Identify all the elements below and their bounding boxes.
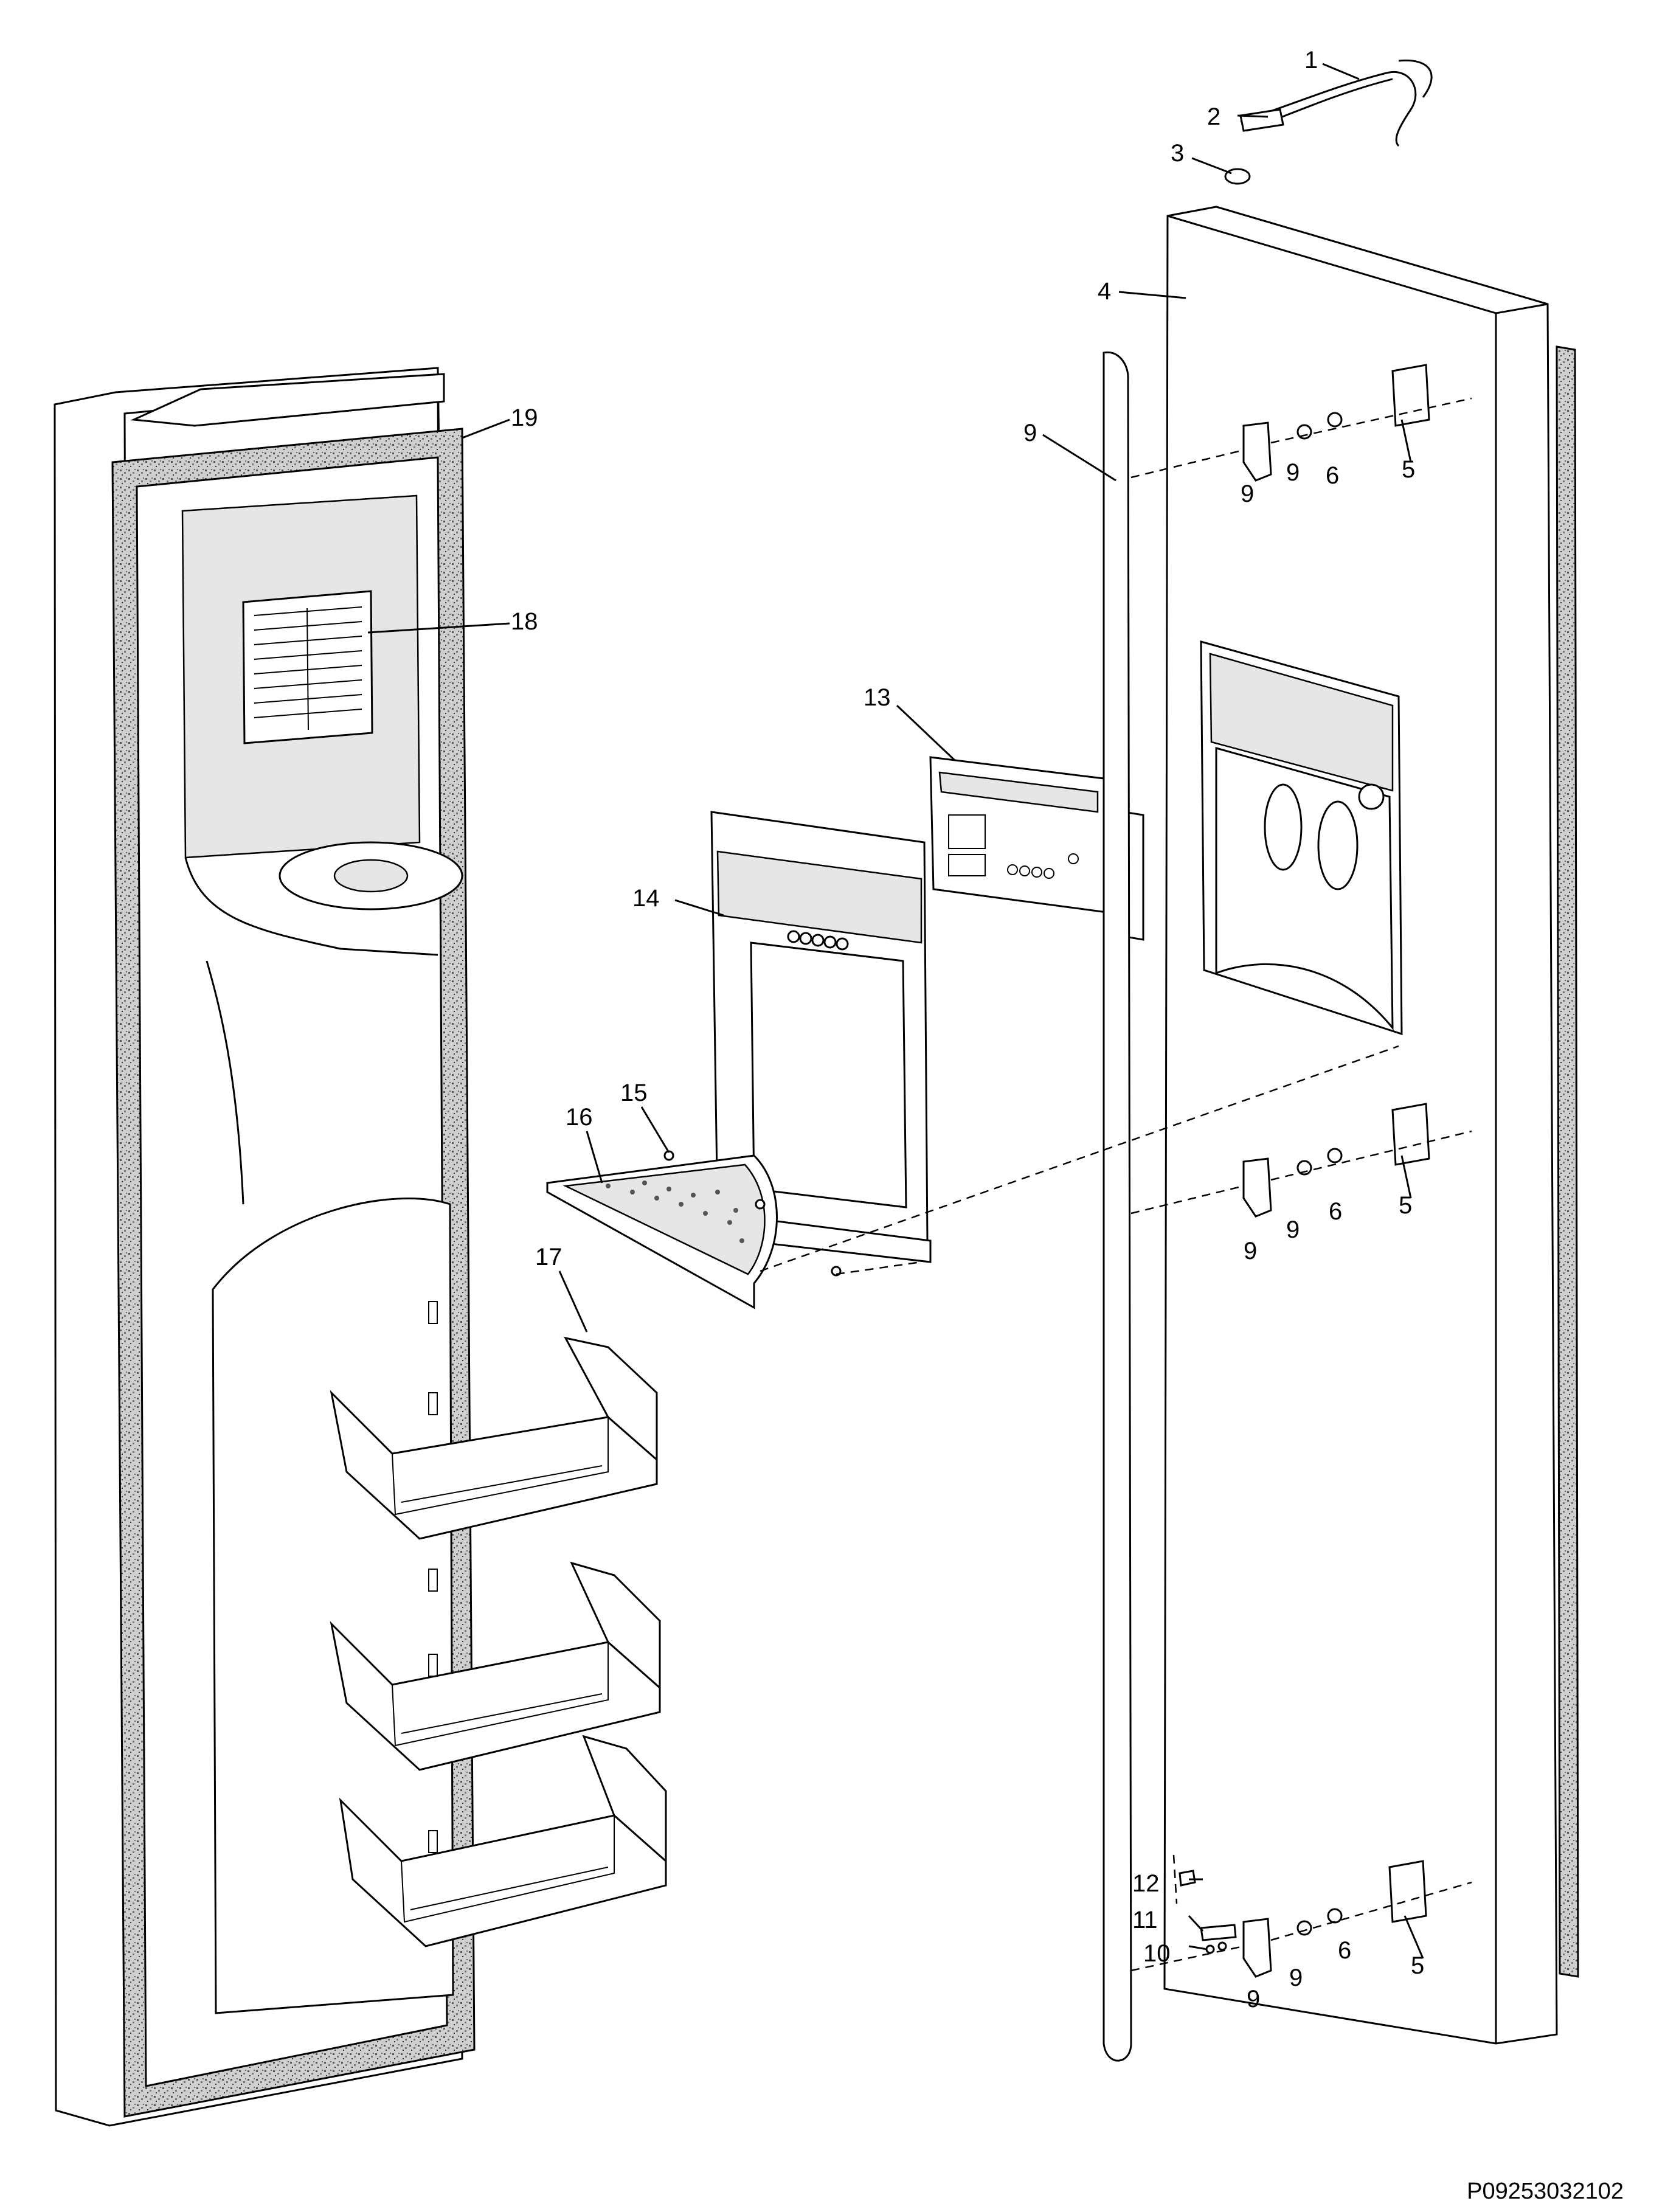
callout-9-lower-a: 9 <box>1289 1964 1303 1991</box>
callout-9-handle: 9 <box>1023 420 1037 446</box>
callout-6-middle: 6 <box>1329 1198 1342 1225</box>
callout-17: 17 <box>535 1244 562 1271</box>
callout-3: 3 <box>1171 140 1184 167</box>
callout-4: 4 <box>1098 278 1111 305</box>
callout-13: 13 <box>864 684 891 711</box>
leader-lines <box>367 63 1424 1959</box>
door-bin-middle <box>330 1561 661 1771</box>
wire-harness <box>1240 59 1433 147</box>
callout-11: 11 <box>1132 1907 1158 1933</box>
middle-handle-mount <box>1130 1103 1472 1218</box>
callout-10: 10 <box>1143 1940 1171 1967</box>
callout-2: 2 <box>1207 103 1220 130</box>
drawing-code: P09253032102 <box>1467 2179 1624 2204</box>
lower-handle-mount <box>1130 1854 1472 1978</box>
callout-6-lower: 6 <box>1338 1937 1351 1964</box>
callout-19: 19 <box>511 404 538 431</box>
callout-1: 1 <box>1304 47 1318 74</box>
alignment-line-screw <box>836 1261 922 1275</box>
callout-14: 14 <box>632 885 660 912</box>
dispenser-housing <box>710 811 932 1263</box>
callout-16: 16 <box>566 1104 593 1131</box>
callout-12: 12 <box>1132 1870 1160 1897</box>
door-bin-upper <box>330 1336 658 1540</box>
callout-18: 18 <box>511 608 538 635</box>
callout-9-middle-a: 9 <box>1286 1216 1300 1243</box>
alignment-line-tray <box>760 1045 1399 1272</box>
door-outer-panel <box>1163 206 1579 2045</box>
callout-5-middle: 5 <box>1399 1192 1412 1219</box>
callout-labels: 1 2 3 4 9 5 6 9 9 13 14 15 16 17 18 19 5… <box>511 47 1424 2013</box>
lower-liner-panel <box>212 1198 454 2014</box>
callout-5-lower: 5 <box>1411 1952 1424 1979</box>
ice-paddle <box>1264 783 1303 871</box>
drip-tray <box>546 1154 778 1309</box>
door-handle <box>1102 351 1132 2062</box>
callout-5-upper: 5 <box>1402 456 1415 483</box>
upper-handle-mount <box>1130 364 1472 482</box>
callout-9-lower-b: 9 <box>1247 1986 1260 2013</box>
callout-9-upper-b: 9 <box>1241 480 1254 507</box>
door-bin-lower <box>339 1735 667 1947</box>
dispenser-cavity <box>1200 640 1403 1036</box>
water-paddle <box>1317 800 1359 890</box>
dispenser-buttons <box>787 930 849 951</box>
callout-9-middle-b: 9 <box>1244 1238 1257 1264</box>
callout-15: 15 <box>620 1080 648 1106</box>
callout-6-upper: 6 <box>1326 462 1339 489</box>
grommet <box>1224 168 1251 185</box>
vent-grille <box>242 590 373 744</box>
callout-9-upper-a: 9 <box>1286 459 1300 486</box>
harness-connector <box>1239 108 1284 132</box>
